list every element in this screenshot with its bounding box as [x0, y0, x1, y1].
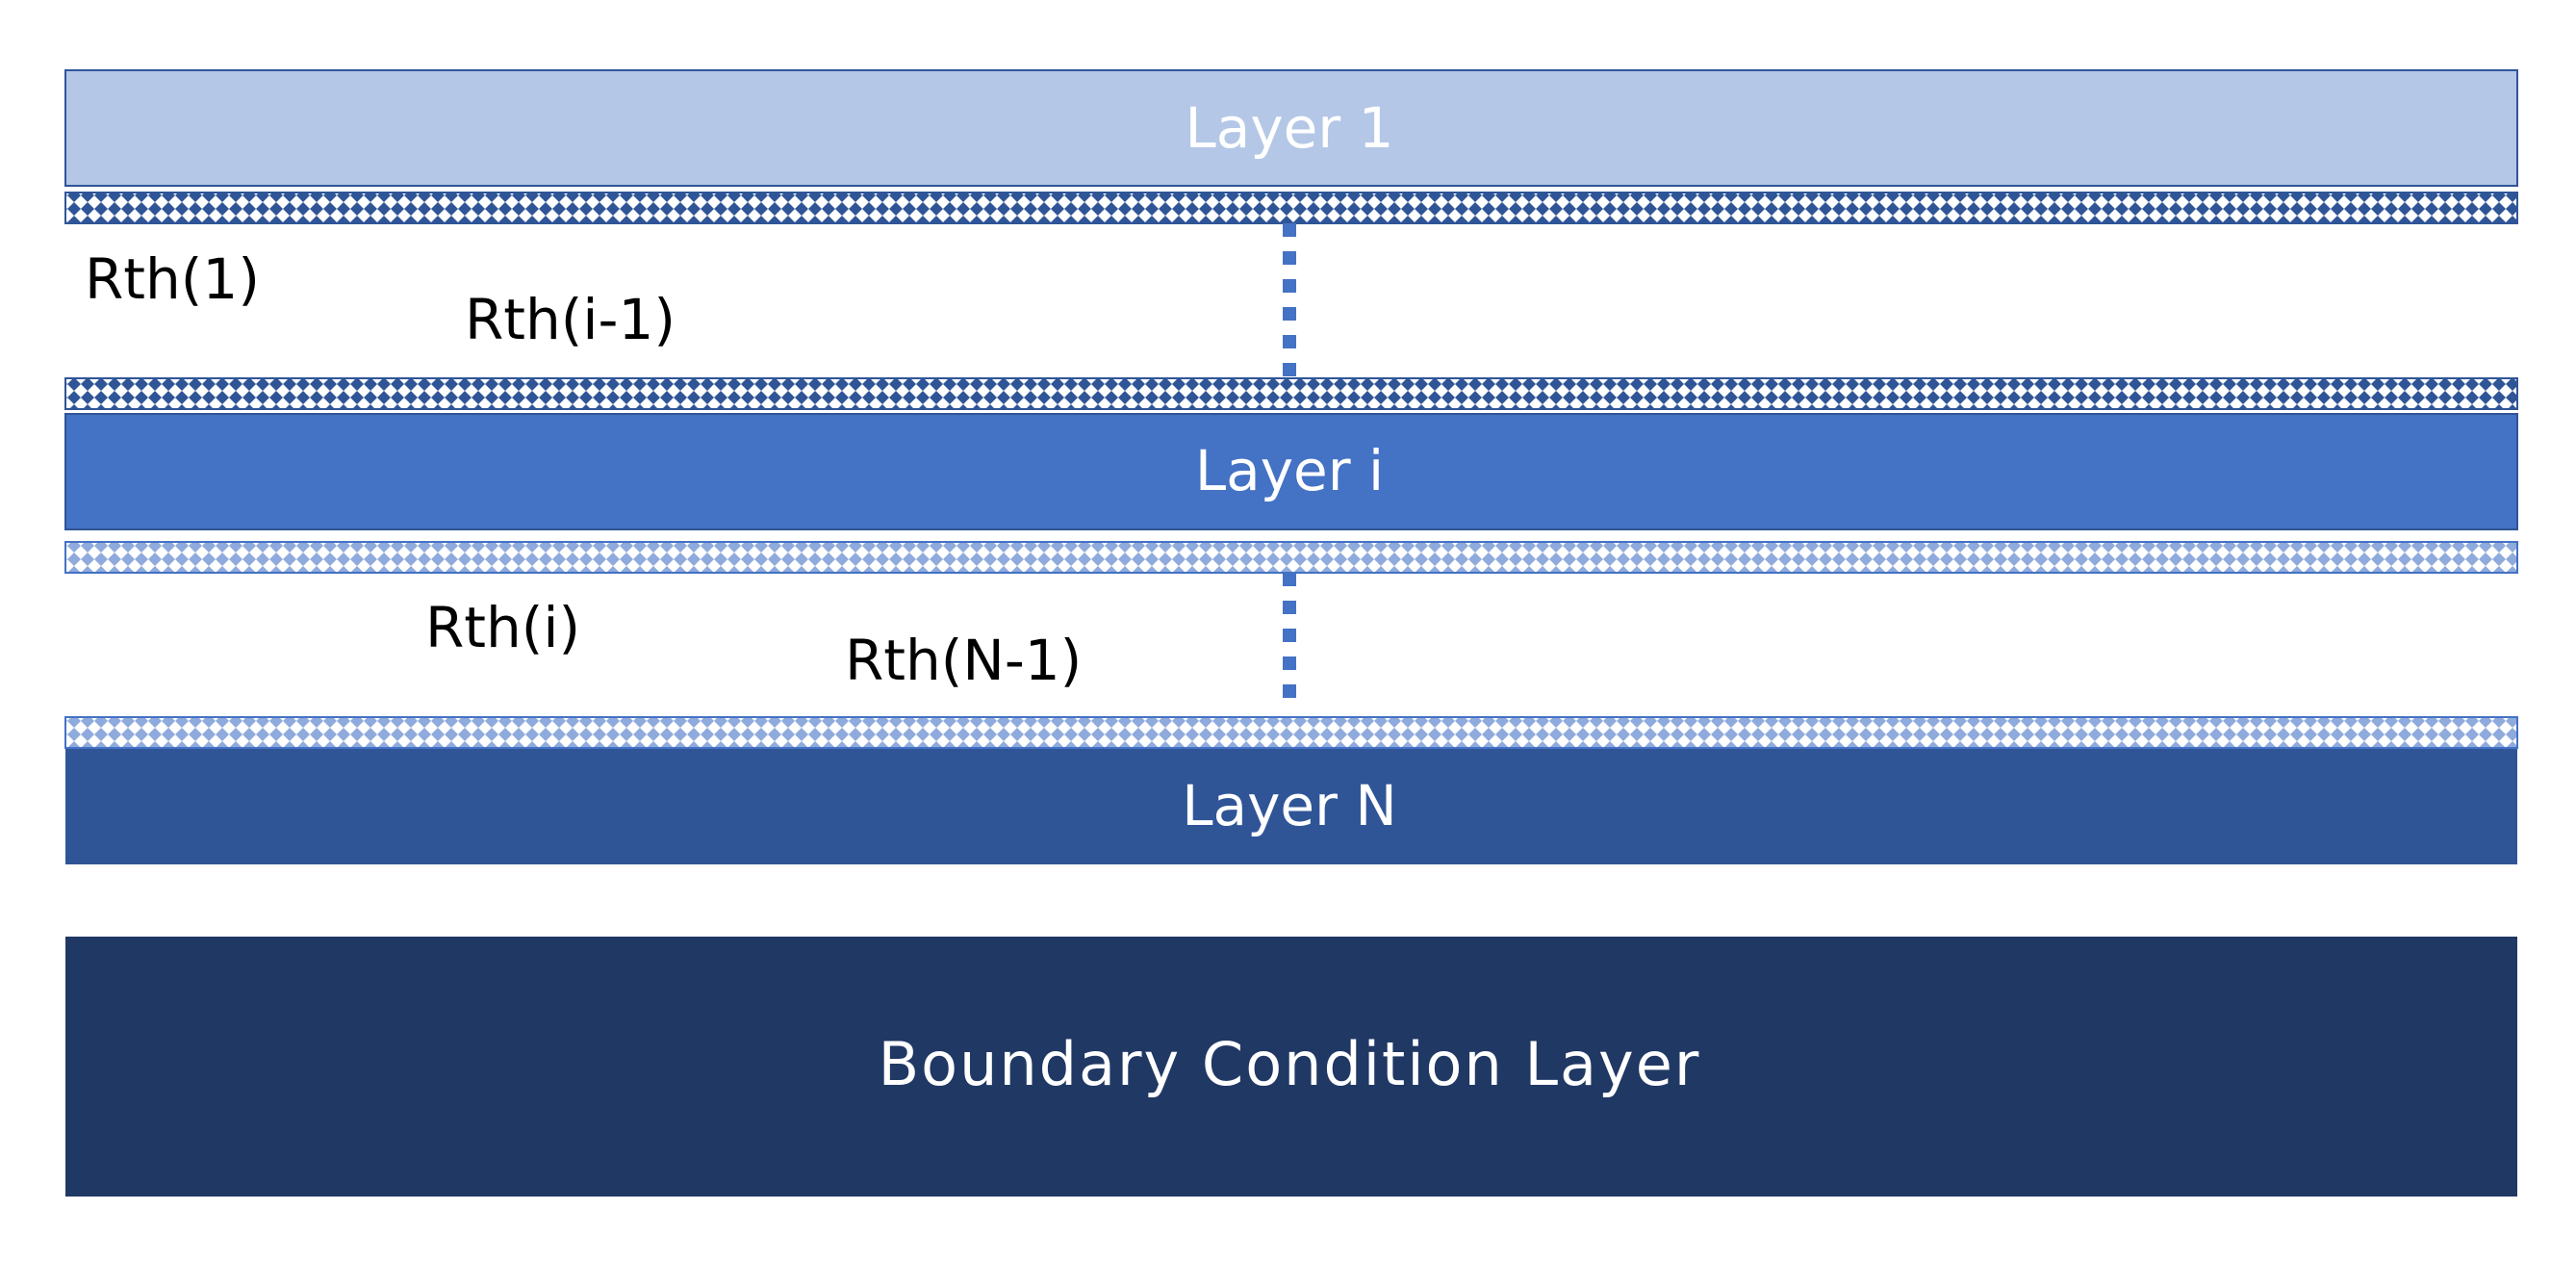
layer-n-block	[65, 749, 2517, 864]
layer-n-label: Layer N	[1182, 773, 1397, 838]
rth-i-minus-1-label: Rth(i-1)	[465, 287, 676, 352]
boundary-condition-label: Boundary Condition Layer	[879, 1029, 1701, 1099]
rth-i-label: Rth(i)	[425, 595, 580, 660]
interface-layer-i-bottom	[64, 541, 2518, 574]
layer-i-label: Layer i	[1195, 438, 1384, 503]
layer-1-block	[64, 69, 2518, 187]
interface-layer-i-top	[64, 377, 2518, 410]
interface-layer-n-top	[64, 716, 2518, 749]
rth-n-minus-1-label: Rth(N-1)	[845, 628, 1082, 693]
layer-i-block	[64, 413, 2518, 530]
interface-layer-1-bottom	[64, 192, 2518, 224]
rth-1-label: Rth(1)	[85, 246, 260, 312]
layer-1-label: Layer 1	[1185, 95, 1393, 161]
boundary-condition-block	[65, 937, 2517, 1197]
